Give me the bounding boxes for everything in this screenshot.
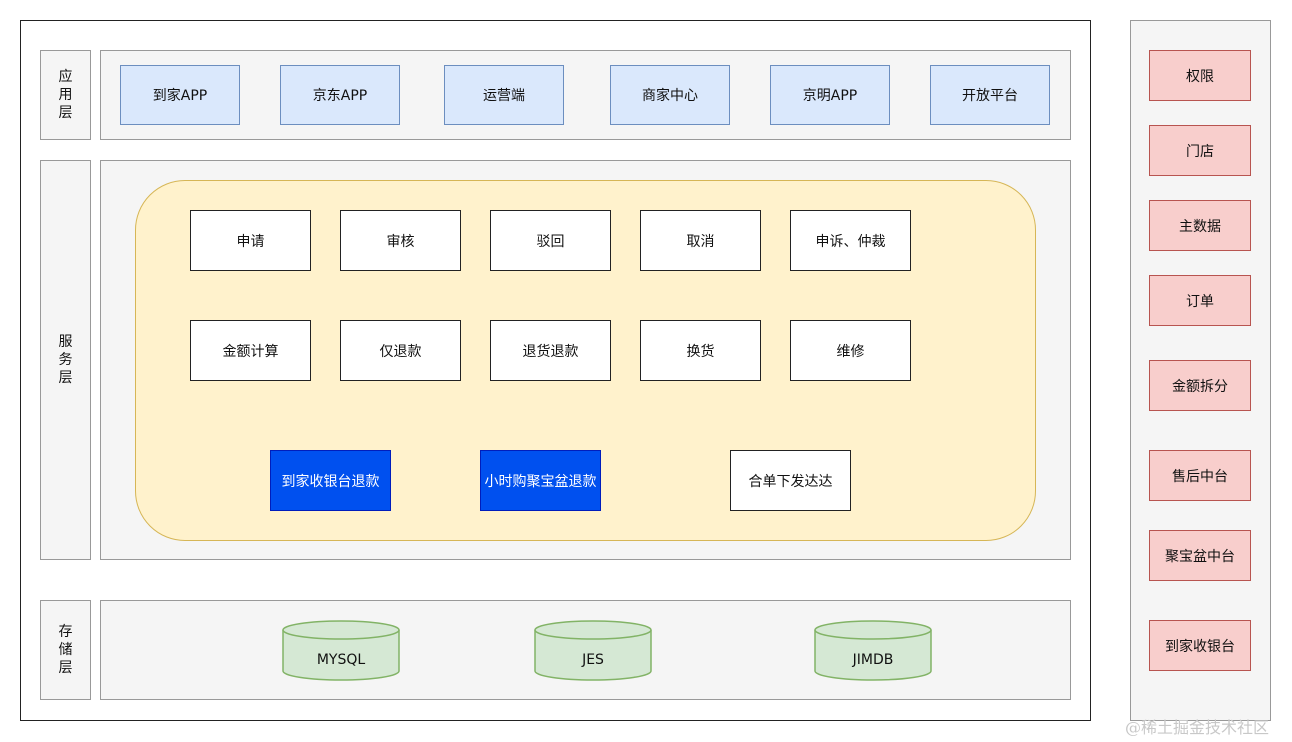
side-node-label: 权限 (1186, 68, 1214, 85)
side-node-order[interactable]: 订单 (1149, 275, 1251, 326)
app-node-label: 运营端 (483, 88, 525, 104)
service-node-label: 换货 (686, 343, 715, 360)
app-node-operations[interactable]: 运营端 (444, 65, 564, 125)
side-node-daojia-checkout[interactable]: 到家收银台 (1149, 620, 1251, 671)
service-node-label: 驳回 (536, 233, 565, 250)
side-node-label: 主数据 (1179, 218, 1221, 235)
service-layer-label-text: 服务层 (58, 334, 73, 386)
side-node-label: 聚宝盆中台 (1165, 548, 1235, 565)
service-node-label: 审核 (386, 233, 415, 250)
app-node-open-platform[interactable]: 开放平台 (930, 65, 1050, 125)
app-node-label: 京东APP (312, 88, 368, 104)
side-node-store[interactable]: 门店 (1149, 125, 1251, 176)
side-node-label: 到家收银台 (1165, 638, 1235, 655)
service-node-label: 申诉、仲裁 (815, 233, 886, 250)
database-mysql-icon[interactable]: MYSQL (282, 620, 400, 682)
app-node-label: 商家中心 (642, 88, 698, 104)
watermark-text: @稀土掘金技术社区 (1125, 718, 1270, 737)
service-node-label: 合单下发达达 (748, 473, 833, 490)
application-layer-label-text: 应用层 (58, 69, 73, 121)
service-node-apply[interactable]: 申请 (190, 210, 311, 271)
application-layer-band (100, 50, 1071, 140)
database-jes-label: JES (581, 652, 604, 668)
app-node-label: 开放平台 (962, 88, 1018, 104)
side-node-jubaopen-platform[interactable]: 聚宝盆中台 (1149, 530, 1251, 581)
app-node-jd[interactable]: 京东APP (280, 65, 400, 125)
side-node-label: 金额拆分 (1172, 378, 1228, 395)
database-jimdb-icon[interactable]: JIMDB (814, 620, 932, 682)
side-node-amount-split[interactable]: 金额拆分 (1149, 360, 1251, 411)
database-jes-icon[interactable]: JES (534, 620, 652, 682)
service-node-label: 取消 (686, 233, 715, 250)
service-node-label: 到家收银台退款 (281, 473, 380, 490)
side-node-permission[interactable]: 权限 (1149, 50, 1251, 101)
service-node-appeal[interactable]: 申诉、仲裁 (790, 210, 911, 271)
service-node-refund-only[interactable]: 仅退款 (340, 320, 461, 381)
service-node-label: 小时购聚宝盆退款 (484, 473, 597, 490)
side-node-label: 订单 (1186, 293, 1214, 310)
storage-layer-label: 存储层 (40, 600, 91, 700)
service-node-label: 申请 (236, 233, 265, 250)
app-node-merchant-center[interactable]: 商家中心 (610, 65, 730, 125)
service-node-exchange[interactable]: 换货 (640, 320, 761, 381)
app-node-daojia[interactable]: 到家APP (120, 65, 240, 125)
app-node-label: 到家APP (152, 88, 208, 104)
service-node-label: 维修 (836, 343, 865, 360)
app-node-jingming[interactable]: 京明APP (770, 65, 890, 125)
service-node-review[interactable]: 审核 (340, 210, 461, 271)
database-mysql-label: MYSQL (317, 652, 366, 668)
service-node-label: 仅退款 (379, 343, 422, 360)
service-node-label: 退货退款 (522, 343, 579, 360)
service-node-amount-calc[interactable]: 金额计算 (190, 320, 311, 381)
app-node-label: 京明APP (802, 88, 858, 104)
service-node-jubaopen-refund[interactable]: 小时购聚宝盆退款 (480, 450, 601, 511)
storage-layer-label-text: 存储层 (58, 624, 73, 676)
application-layer-label: 应用层 (40, 50, 91, 140)
side-node-label: 售后中台 (1172, 468, 1228, 485)
database-jimdb-label: JIMDB (852, 652, 894, 668)
service-node-repair[interactable]: 维修 (790, 320, 911, 381)
side-node-master-data[interactable]: 主数据 (1149, 200, 1251, 251)
service-node-return-refund[interactable]: 退货退款 (490, 320, 611, 381)
service-node-label: 金额计算 (222, 343, 279, 360)
service-node-merge-order-dada[interactable]: 合单下发达达 (730, 450, 851, 511)
service-node-cancel[interactable]: 取消 (640, 210, 761, 271)
side-node-label: 门店 (1186, 143, 1214, 160)
service-node-reject[interactable]: 驳回 (490, 210, 611, 271)
service-node-daojia-checkout-refund[interactable]: 到家收银台退款 (270, 450, 391, 511)
service-layer-label: 服务层 (40, 160, 91, 560)
side-node-after-sales-platform[interactable]: 售后中台 (1149, 450, 1251, 501)
